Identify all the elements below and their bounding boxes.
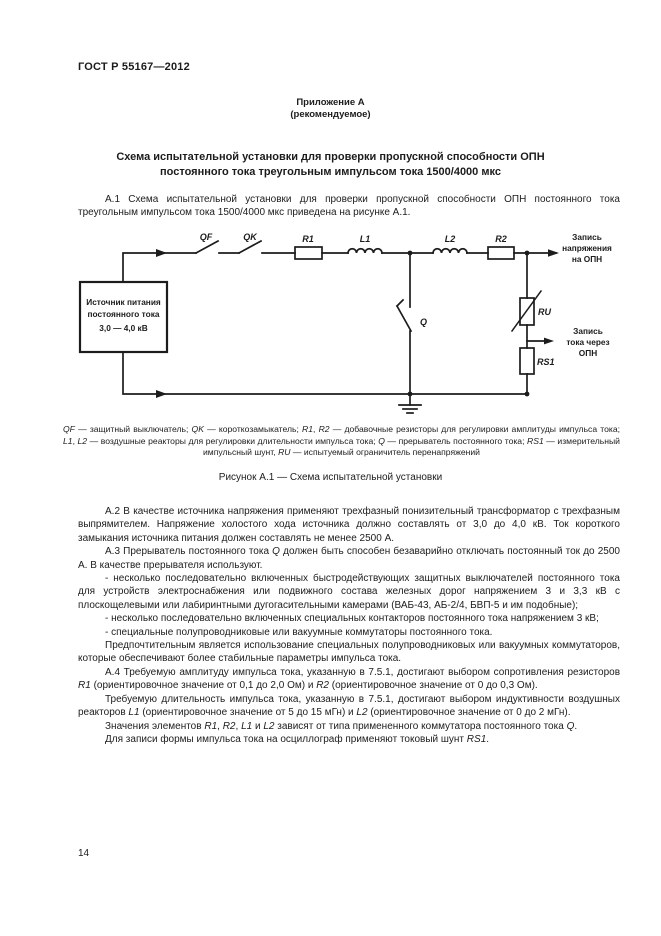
paragraph-a2: А.2 В качестве источника напряжения прим… <box>78 506 620 544</box>
list-item-3: - специальные полупроводниковые или ваку… <box>105 626 493 638</box>
resistor-r2-icon <box>487 246 515 260</box>
intro-paragraph-wrap: А.1 Схема испытательной установки для пр… <box>78 193 620 220</box>
figure-title: Рисунок А.1 — Схема испытательной устано… <box>218 472 443 483</box>
paragraph-a1: А.1 Схема испытательной установки для пр… <box>78 194 620 219</box>
source-box-line3: 3,0 — 4,0 кВ <box>99 323 147 333</box>
shunt-rs1-icon <box>519 347 535 375</box>
label-l1: L1 <box>360 234 371 244</box>
svg-text:на ОПН: на ОПН <box>572 254 602 264</box>
inductor-l2-icon <box>432 247 468 254</box>
list-item-1: - несколько последовательно включенных б… <box>78 573 620 611</box>
paragraph-a4-4: Для записи формы импульса тока на осцилл… <box>105 733 490 745</box>
varistor-ru-icon <box>510 289 543 333</box>
paragraph-a4-3: Значения элементов R1, R2, L1 и L2 завис… <box>105 720 578 732</box>
body-text: А.2 В качестве источника напряжения прим… <box>78 505 620 746</box>
paragraph-a3: А.3 Прерыватель постоянного тока Q долже… <box>78 546 620 571</box>
page-title: Схема испытательной установки для провер… <box>60 150 601 180</box>
inductor-l1-icon <box>347 247 383 254</box>
label-r2: R2 <box>495 234 507 244</box>
junction-dots <box>407 250 530 397</box>
circuit-wires <box>122 252 557 395</box>
svg-text:тока через: тока через <box>566 337 609 347</box>
switch-qf-icon <box>194 239 220 255</box>
paragraph-a4-2: Требуемую длительность импульса тока, ук… <box>78 693 620 719</box>
voltage-record-label: Запись напряжения на ОПН <box>562 232 612 264</box>
circuit-diagram: Источник питания постоянного тока 3,0 — … <box>78 232 612 414</box>
source-box-line2: постоянного тока <box>88 309 160 319</box>
label-ru: RU <box>538 307 551 317</box>
resistor-r1-icon <box>294 246 323 260</box>
doc-code: ГОСТ Р 55167—2012 <box>78 61 190 73</box>
source-box-line1: Источник питания <box>86 297 161 307</box>
figure-caption: QF — защитный выключатель; QK — короткоз… <box>63 424 621 458</box>
page-title-line1: Схема испытательной установки для провер… <box>116 151 545 163</box>
breaker-q-icon <box>395 252 413 395</box>
label-l2: L2 <box>445 234 456 244</box>
flow-arrow-icons <box>156 249 559 398</box>
list-item-2: - несколько последовательно включенных с… <box>105 613 599 625</box>
current-record-label: Запись тока через ОПН <box>566 326 609 358</box>
source-box: Источник питания постоянного тока 3,0 — … <box>78 280 169 354</box>
label-qf: QF <box>200 232 213 242</box>
page-number: 14 <box>78 848 90 859</box>
paragraph-note: Предпочтительным является использование … <box>78 640 620 665</box>
label-q: Q <box>420 317 427 327</box>
label-qk: QK <box>243 232 258 242</box>
label-r1: R1 <box>302 234 314 244</box>
svg-text:ОПН: ОПН <box>579 348 597 358</box>
page-title-line2: постоянного тока треугольным импульсом т… <box>160 166 501 178</box>
switch-qk-icon <box>237 239 263 255</box>
ground-icon <box>398 393 422 414</box>
appendix-note: (рекомендуемое) <box>290 109 371 120</box>
paragraph-a4: А.4 Требуемую амплитуду импульса тока, у… <box>78 666 620 692</box>
svg-text:Запись: Запись <box>573 326 603 336</box>
svg-text:напряжения: напряжения <box>562 243 612 253</box>
appendix-label: Приложение А <box>296 97 365 108</box>
label-rs1: RS1 <box>537 357 555 367</box>
svg-text:Запись: Запись <box>572 232 602 242</box>
appendix-header: Приложение А (рекомендуемое) <box>60 97 601 121</box>
